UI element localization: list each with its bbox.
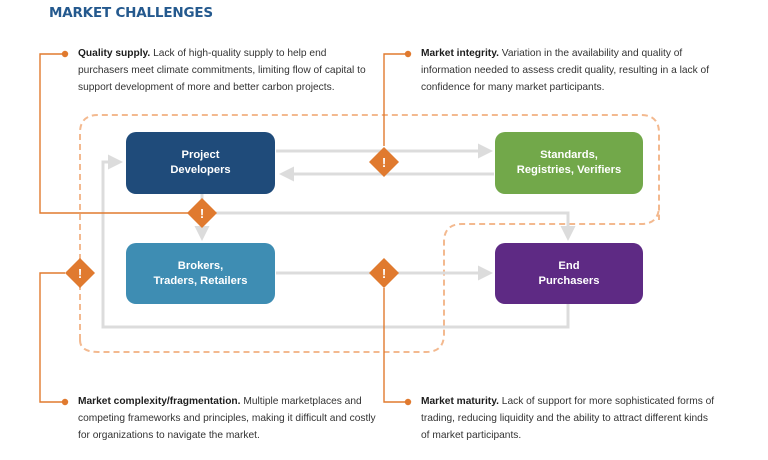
leader-complexity [39,272,65,403]
callout-quality-supply: Quality supply. Lack of high-quality sup… [78,45,378,96]
callout-maturity-text: Lack of support for more sophisticated f… [421,396,715,441]
warning-diamond-integrity: ! [369,147,399,177]
leader-quality-supply [39,53,188,214]
warning-diamond-maturity: ! [369,258,399,288]
leader-maturity [383,288,408,403]
box-end-purchasers: End Purchasers [495,243,643,304]
arrow-purchasers-loop [101,154,570,329]
callout-market-integrity-heading: Market integrity. [421,48,499,59]
leader-market-integrity [383,53,408,146]
callout-complexity-heading: Market complexity/fragmentation. [78,396,241,407]
callout-leaders [39,53,408,403]
dot-complexity [61,398,69,406]
svg-text:!: ! [382,155,386,170]
callout-complexity: Market complexity/fragmentation. Multipl… [78,393,376,444]
box-brokers-traders-retailers: Brokers, Traders, Retailers [126,243,275,304]
callout-complexity-text: Multiple marketplaces and competing fram… [78,396,376,441]
box-project-developers: Project Developers [126,132,275,194]
callout-quality-supply-text: Lack of high-quality supply to help end … [78,48,366,93]
dot-maturity [404,398,412,406]
warning-diamond-complexity: ! [65,258,95,288]
dot-quality-supply [61,50,69,58]
box-end-purchasers-label: End Purchasers [538,259,600,287]
arrow-developers-to-purchasers [216,211,576,241]
callout-market-integrity: Market integrity. Variation in the avail… [421,45,713,96]
box-standards-label: Standards, Registries, Verifiers [516,149,622,176]
svg-text:!: ! [78,266,82,281]
callout-dots [61,50,412,406]
svg-text:!: ! [200,206,204,221]
callout-maturity: Market maturity. Lack of support for mor… [421,393,719,444]
warning-diamond-quality: ! [187,198,217,228]
dashed-group-outline-top [79,114,660,340]
callout-quality-supply-heading: Quality supply. [78,48,151,59]
box-standards-registries-verifiers: Standards, Registries, Verifiers [495,132,643,194]
page-title: MARKET CHALLENGES [49,5,213,21]
dot-market-integrity [404,50,412,58]
box-project-developers-label: Project Developers [170,149,231,176]
svg-text:!: ! [382,266,386,281]
callout-maturity-heading: Market maturity. [421,396,499,407]
callout-market-integrity-text: Variation in the availability and qualit… [421,48,710,93]
box-brokers-label: Brokers, Traders, Retailers [153,259,248,287]
flow-arrows [101,143,576,329]
